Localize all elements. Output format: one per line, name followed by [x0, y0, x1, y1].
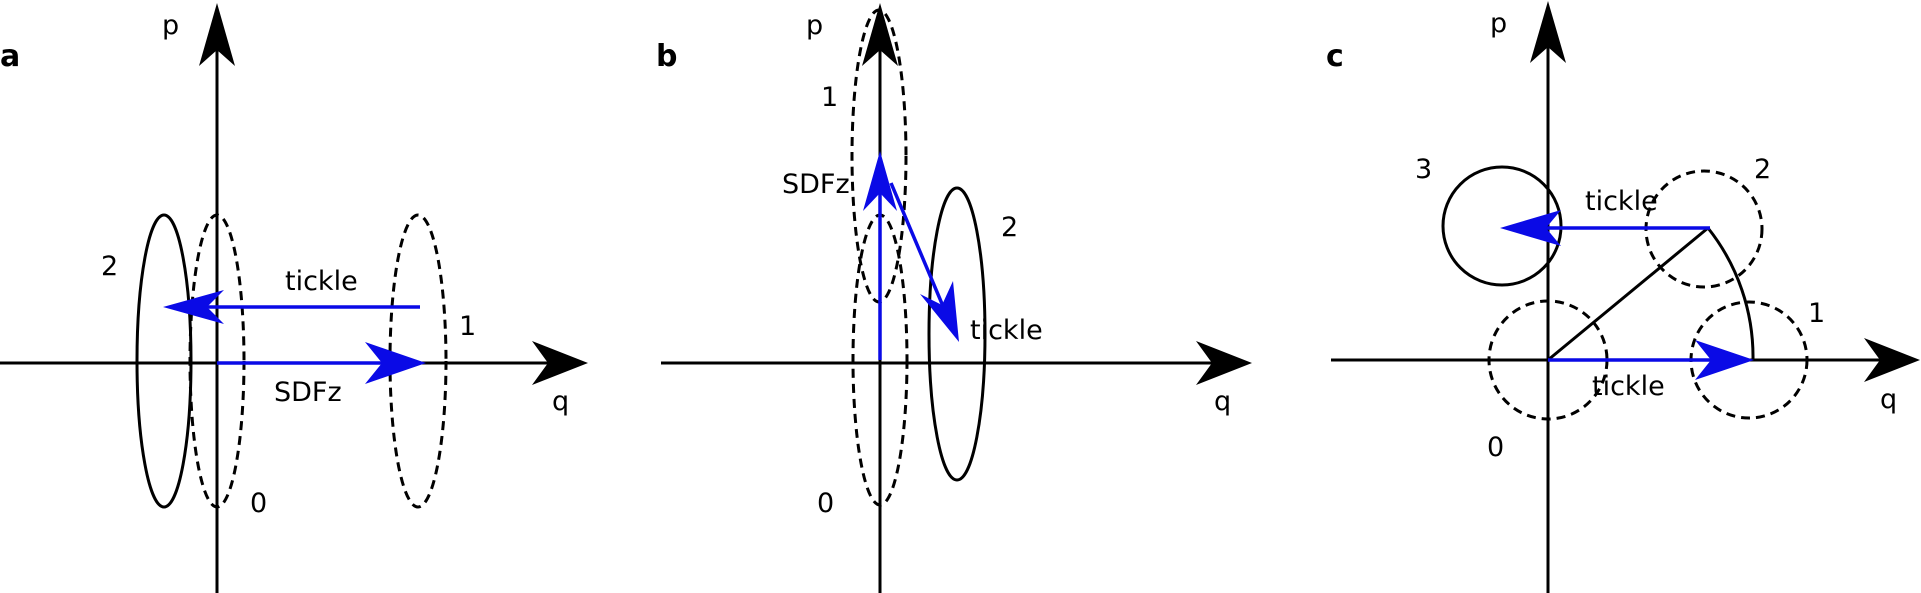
- state-0-label: 0: [817, 488, 834, 519]
- panel-c: c p q 0 1 2 3 tickle tickle: [1326, 1, 1920, 593]
- sdfz-label: SDFz: [274, 377, 342, 408]
- sdfz-arrowhead-icon: [365, 342, 426, 384]
- p-axis-arrowhead-icon: [862, 3, 898, 66]
- state-2-label: 2: [101, 251, 118, 282]
- sdfz-label: SDFz: [782, 169, 850, 200]
- sdfz-arrowhead-icon: [863, 151, 897, 211]
- q-axis-arrowhead-icon: [1196, 341, 1252, 385]
- p-axis-label: p: [806, 10, 823, 41]
- q-axis-label: q: [1214, 386, 1231, 417]
- tickle-label: tickle: [970, 315, 1043, 346]
- panel-label-a: a: [0, 39, 20, 74]
- tickle-upper-arrowhead-icon: [1500, 210, 1561, 246]
- p-axis-arrowhead-icon: [199, 3, 235, 66]
- tickle-lower-arrowhead-icon: [1695, 340, 1754, 380]
- rotation-arc: [1706, 227, 1755, 361]
- state-3-label: 3: [1415, 154, 1432, 185]
- panel-b: b p q 0 1 2 SDFz tickle: [656, 3, 1252, 593]
- panel-label-c: c: [1326, 39, 1344, 74]
- state-2-label: 2: [1754, 154, 1771, 185]
- tickle-arrowhead-icon: [163, 290, 224, 324]
- tickle-label: tickle: [285, 266, 358, 297]
- p-axis-label: p: [1490, 8, 1507, 39]
- p-axis-label: p: [162, 10, 179, 41]
- tickle-arrowhead-icon: [920, 281, 959, 342]
- state-1-label: 1: [459, 311, 476, 342]
- q-axis-label: q: [1880, 384, 1897, 415]
- tickle-lower-label: tickle: [1592, 371, 1665, 402]
- rotation-radius-line: [1547, 226, 1709, 362]
- state-0-label: 0: [250, 488, 267, 519]
- q-axis-label: q: [552, 386, 569, 417]
- tickle-arrow: [889, 182, 950, 319]
- state-2-ellipse: [135, 213, 193, 509]
- q-axis-arrowhead-icon: [532, 341, 588, 385]
- p-axis-arrowhead-icon: [1530, 1, 1566, 63]
- q-axis-arrowhead-icon: [1864, 338, 1920, 382]
- state-3-circle: [1441, 165, 1563, 287]
- state-1-label: 1: [1808, 298, 1825, 329]
- state-0-label: 0: [1487, 432, 1504, 463]
- state-1-label: 1: [821, 82, 838, 113]
- state-2-label: 2: [1001, 212, 1018, 243]
- panel-a: a p q 0 1 2 SDFz tickle: [0, 3, 588, 593]
- tickle-upper-label: tickle: [1585, 186, 1658, 217]
- state-2-ellipse: [927, 186, 987, 482]
- panel-label-b: b: [656, 39, 677, 74]
